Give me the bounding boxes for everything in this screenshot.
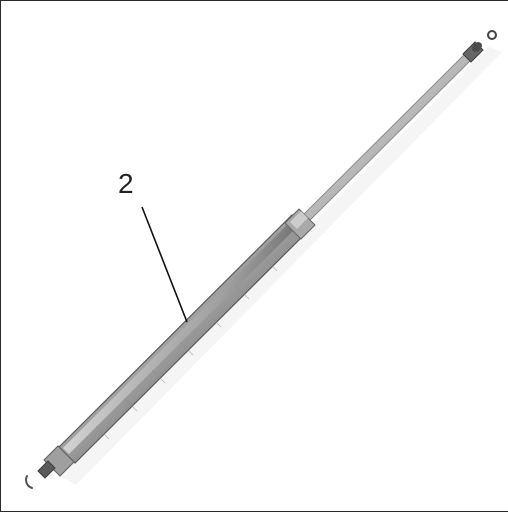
upper-eyelet-icon	[487, 30, 497, 40]
callout-leader-line	[141, 206, 188, 323]
upper-collar-shine	[290, 211, 308, 229]
piston-rod	[297, 49, 476, 227]
cylinder-highlight	[63, 219, 299, 454]
soft-shadow	[59, 47, 502, 485]
part-number-label: 2	[118, 168, 134, 199]
lower-eyelet-icon	[25, 475, 33, 489]
lower-end-fitting	[43, 445, 75, 477]
cylinder-segments	[95, 257, 278, 440]
upper-end-cap	[472, 42, 482, 52]
lower-end-cap	[37, 460, 56, 479]
